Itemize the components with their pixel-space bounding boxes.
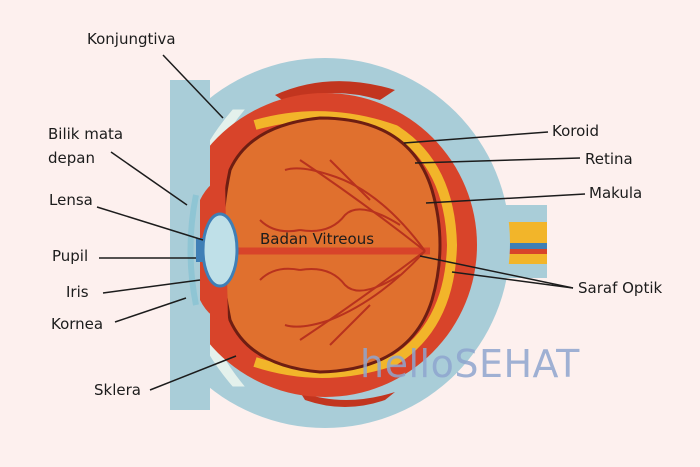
retinal-vessels xyxy=(259,159,426,346)
label-koroid: Koroid xyxy=(552,122,599,140)
label-retina: Retina xyxy=(585,150,633,168)
label-bilik-mata-depan-line1: Bilik mata xyxy=(48,125,124,143)
label-bilik-mata-depan: Bilik mata depan xyxy=(48,122,123,170)
label-badan-vitreous: Badan Vitreous xyxy=(260,230,375,248)
label-kornea: Kornea xyxy=(51,315,104,333)
hellosehat-logo: helloSEHAT xyxy=(360,342,580,386)
logo-sehat: SEHAT xyxy=(454,342,580,386)
label-makula: Makula xyxy=(589,184,643,202)
label-lensa: Lensa xyxy=(49,191,93,209)
lens xyxy=(201,212,239,288)
label-bilik-mata-depan-line2: depan xyxy=(48,149,95,167)
logo-hello: hello xyxy=(360,342,455,386)
cornea xyxy=(187,194,199,306)
retina xyxy=(253,111,458,379)
label-konjungtiva: Konjungtiva xyxy=(87,30,176,48)
label-iris: Iris xyxy=(66,283,89,301)
pupil xyxy=(196,238,204,262)
label-sklera: Sklera xyxy=(94,381,141,399)
leader-lines xyxy=(96,54,586,391)
label-pupil: Pupil xyxy=(52,247,89,265)
label-saraf-optik: Saraf Optik xyxy=(578,279,663,297)
vitreous-body xyxy=(220,116,442,374)
